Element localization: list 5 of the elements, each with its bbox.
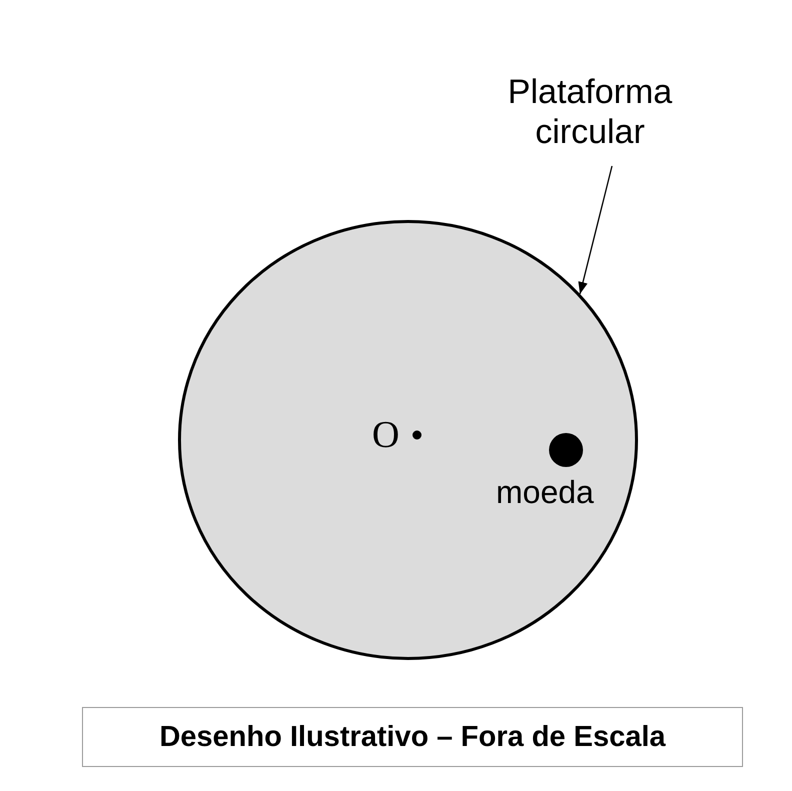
callout-text: Plataforma circular [480,72,700,152]
point-label: O [372,416,400,454]
caption: Desenho Ilustrativo – Fora de Escala [82,707,743,767]
leader-line [578,166,613,294]
coin-label: moeda [496,476,594,508]
